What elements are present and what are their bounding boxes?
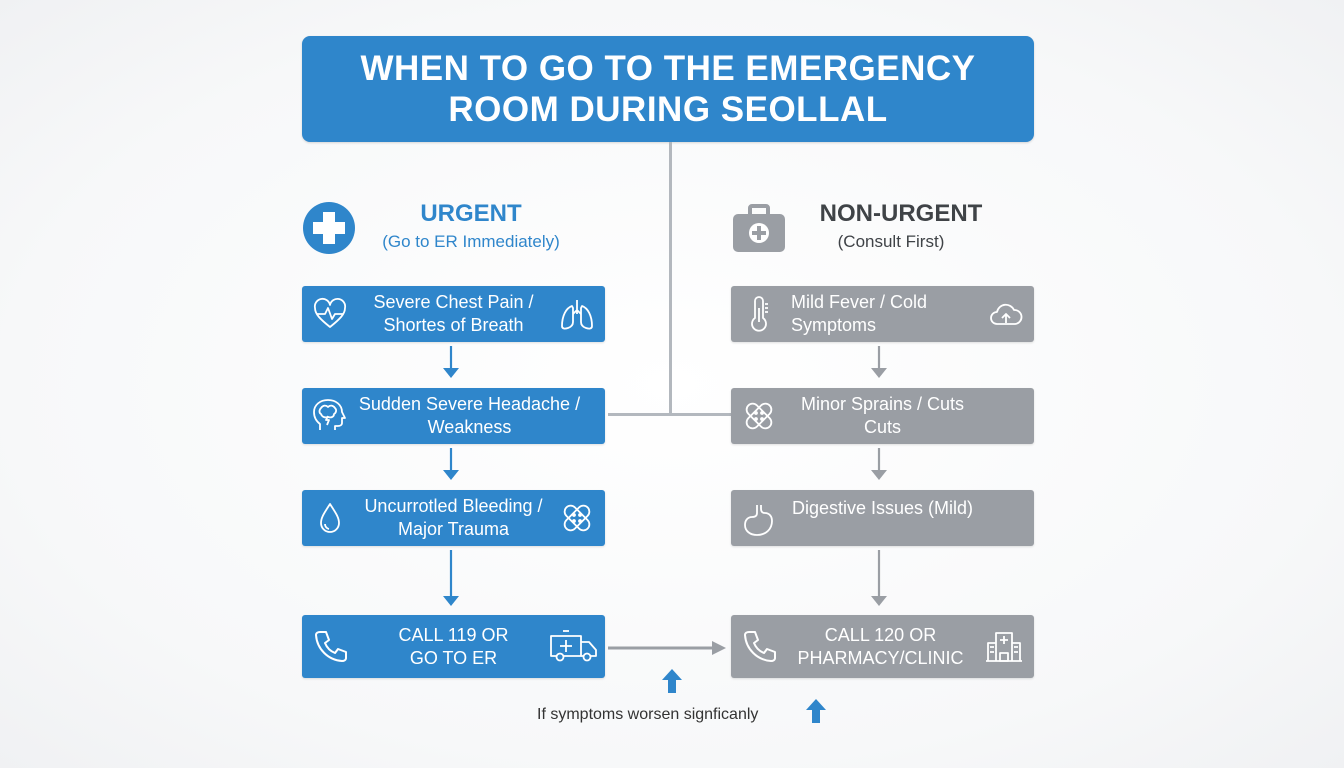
- cloud-icon: [990, 303, 1023, 325]
- escalation-arrow-horizontal: [608, 641, 726, 655]
- urgent-step-2-line-1: Sudden Severe Headache /: [358, 394, 581, 414]
- title-line-2: ROOM DURING SEOLLAL: [448, 90, 888, 129]
- non-urgent-step-3-line-1: Digestive Issues (Mild): [791, 498, 974, 518]
- urgent-step-3: Uncurrotled Bleeding / Major Trauma: [302, 490, 605, 546]
- phone-icon: [744, 631, 776, 662]
- urgent-step-1: Severe Chest Pain / Shortes of Breath: [302, 286, 605, 342]
- brain-head-icon: [313, 399, 346, 430]
- urgent-arrow-3: [443, 550, 459, 606]
- urgent-step-3-line-2: Major Trauma: [397, 519, 510, 539]
- lungs-icon: [561, 300, 593, 330]
- non-urgent-step-1-line-2: Symptoms: [791, 315, 877, 335]
- stomach-icon: [744, 505, 773, 536]
- title-banner: WHEN TO GO TO THE EMERGENCY ROOM DURING …: [302, 36, 1034, 142]
- title-line-1: WHEN TO GO TO THE EMERGENCY: [360, 49, 976, 88]
- first-aid-kit-icon: [733, 204, 785, 252]
- non-urgent-arrow-3: [871, 550, 887, 606]
- non-urgent-step-2-line-1: Minor Sprains / Cuts: [800, 394, 965, 414]
- urgent-arrow-1: [443, 346, 459, 378]
- ambulance-icon: [550, 630, 597, 662]
- hospital-icon: [986, 632, 1022, 662]
- up-arrow-icon: [806, 699, 826, 723]
- heart-pulse-icon: [313, 297, 347, 328]
- non-urgent-step-1: Mild Fever / Cold Symptoms: [731, 286, 1034, 342]
- non-urgent-arrow-2: [871, 448, 887, 480]
- urgent-step-1-line-2: Shortes of Breath: [383, 315, 524, 335]
- bandage-icon: [745, 402, 773, 430]
- urgent-step-2-line-2: Weakness: [427, 417, 512, 437]
- non-urgent-subheading: (Consult First): [837, 232, 945, 251]
- bandage-icon: [563, 504, 591, 532]
- connector-vertical: [669, 142, 672, 415]
- blood-drop-icon: [320, 503, 340, 533]
- non-urgent-step-2-line-2: Cuts: [863, 417, 901, 437]
- urgent-step-3-line-1: Uncurrotled Bleeding /: [364, 496, 543, 516]
- urgent-step-1-line-1: Severe Chest Pain /: [373, 292, 534, 312]
- non-urgent-step-2: Minor Sprains / Cuts Cuts: [731, 388, 1034, 444]
- urgent-heading: URGENT: [420, 200, 522, 227]
- urgent-action-line-1: CALL 119 OR: [398, 624, 509, 645]
- non-urgent-step-1-line-1: Mild Fever / Cold: [791, 292, 928, 312]
- urgent-step-2: Sudden Severe Headache / Weakness: [302, 388, 605, 444]
- urgent-action-line-2: GO TO ER: [409, 647, 498, 668]
- urgent-action: CALL 119 OR GO TO ER: [302, 615, 605, 678]
- urgent-subheading: (Go to ER Immediately): [382, 232, 560, 251]
- medical-cross-icon: [303, 202, 355, 254]
- non-urgent-heading: NON-URGENT: [819, 200, 983, 227]
- thermometer-icon: [751, 296, 768, 332]
- non-urgent-action: CALL 120 OR PHARMACY/CLINIC: [731, 615, 1034, 678]
- footer-note: If symptoms worsen signficanly: [537, 706, 759, 723]
- non-urgent-action-line-1: CALL 120 OR: [824, 624, 937, 645]
- up-arrow-icon: [662, 669, 682, 693]
- connector-horizontal: [608, 413, 731, 416]
- non-urgent-arrow-1: [871, 346, 887, 378]
- urgent-arrow-2: [443, 448, 459, 480]
- non-urgent-step-3: Digestive Issues (Mild): [731, 490, 1034, 546]
- phone-icon: [315, 631, 347, 662]
- non-urgent-action-line-2: PHARMACY/CLINIC: [797, 647, 964, 668]
